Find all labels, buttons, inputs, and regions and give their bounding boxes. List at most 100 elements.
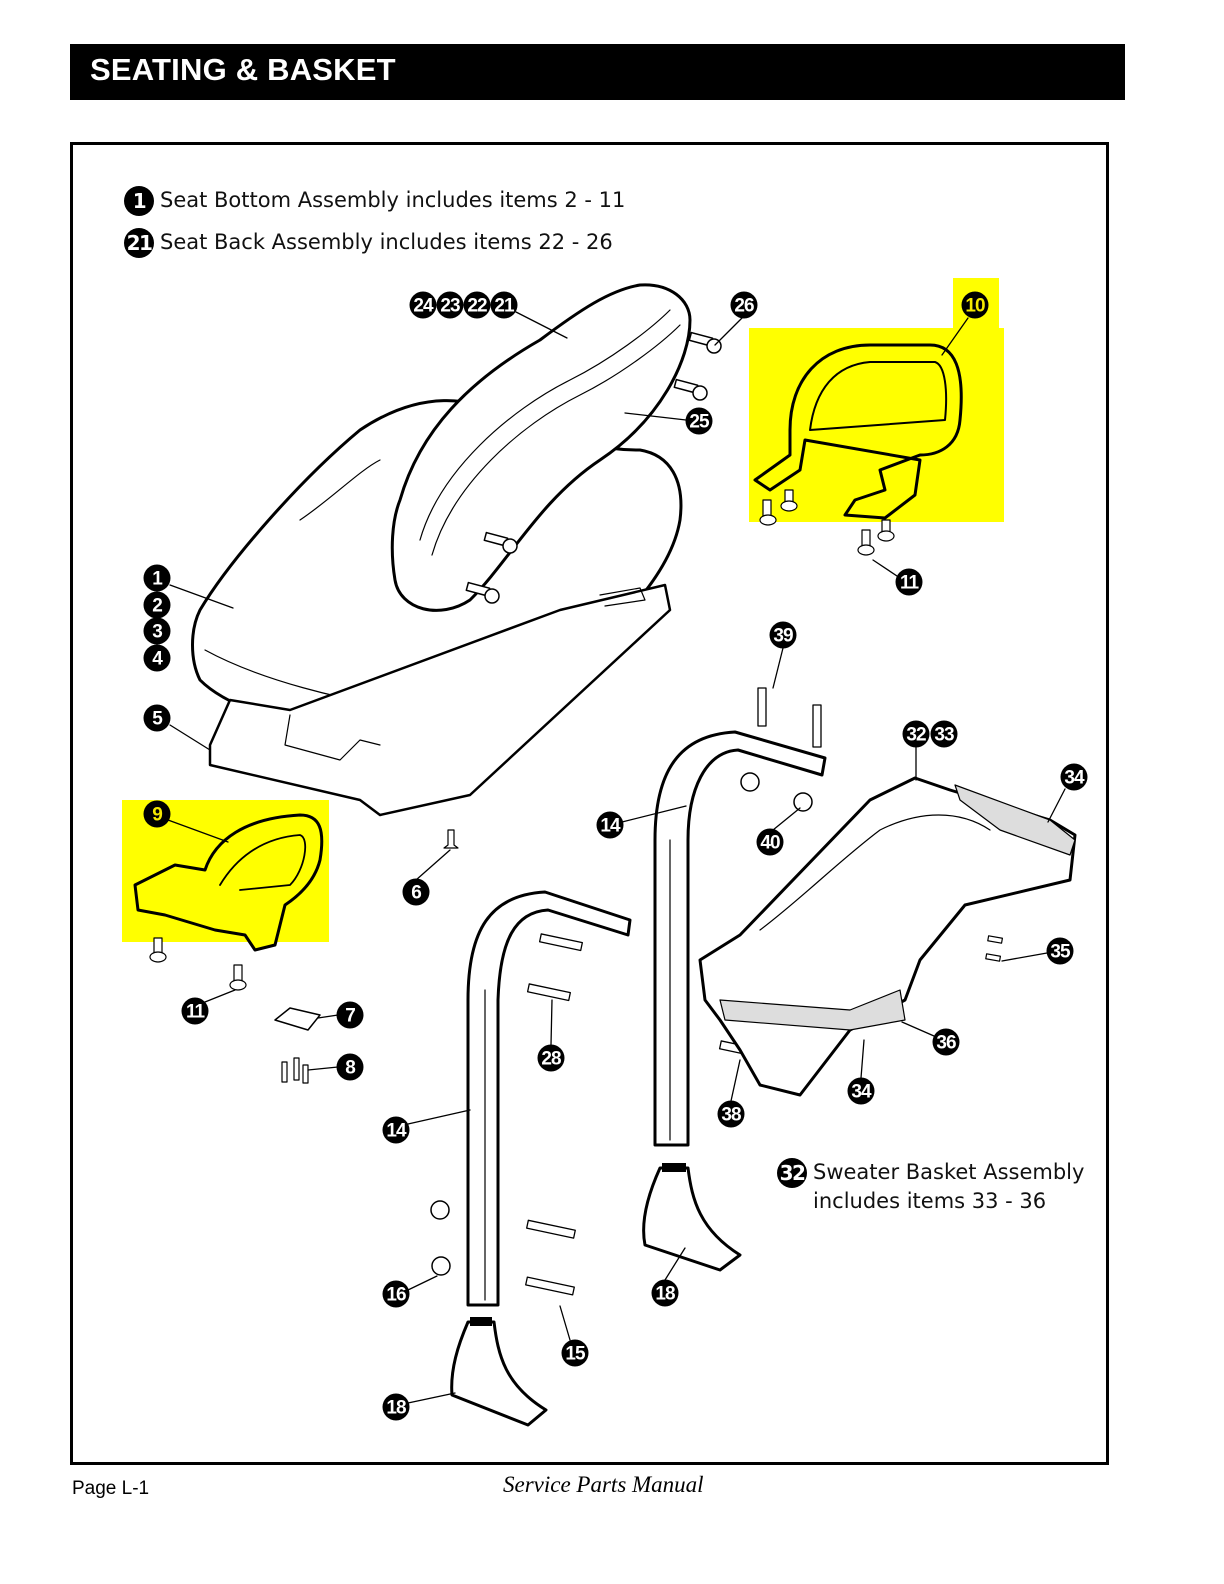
callout-circle [181, 997, 209, 1025]
callout-21: 21 [490, 291, 518, 319]
callout-label: 33 [934, 725, 954, 746]
callout-8: 8 [336, 1053, 364, 1081]
callout-23: 23 [436, 291, 464, 319]
callout-label: 10 [965, 296, 985, 317]
nuts [430, 772, 813, 1276]
callout-label: 5 [152, 709, 163, 730]
callout-34: 34 [1060, 763, 1088, 791]
callout-11: 11 [181, 997, 209, 1025]
callout-5: 5 [143, 704, 171, 732]
callout-33: 33 [930, 720, 958, 748]
callout-9: 9 [143, 800, 171, 828]
callout-40: 40 [756, 828, 784, 856]
callout-circle [336, 1001, 364, 1029]
foot-item-18-right [642, 1166, 742, 1272]
callout-25: 25 [685, 407, 713, 435]
callout-label: 26 [734, 296, 754, 317]
leader-lines [167, 311, 1066, 1404]
callout-label: 15 [565, 1344, 586, 1365]
callout-18: 18 [651, 1279, 679, 1307]
callout-circle [143, 704, 171, 732]
callout-circle [436, 291, 464, 319]
callout-circle [463, 291, 491, 319]
callout-circle [143, 800, 171, 828]
callout-32: 32 [902, 720, 930, 748]
page-number: Page L-1 [72, 1478, 150, 1499]
callout-7: 7 [336, 1001, 364, 1029]
foot-item-18-left [450, 1320, 548, 1427]
callout-circle [596, 811, 624, 839]
callout-circle [685, 407, 713, 435]
callout-label: 24 [413, 296, 434, 317]
callout-circle [382, 1280, 410, 1308]
callout-label: 18 [655, 1284, 675, 1305]
callout-label: 3 [152, 622, 162, 643]
callout-label: 21 [494, 296, 515, 317]
seat-back-cushion [390, 283, 692, 612]
callout-18: 18 [382, 1393, 410, 1421]
callout-circle [143, 617, 171, 645]
note-seat-bottom: 1 Seat Bottom Assembly includes items 2 … [124, 186, 625, 216]
callout-circle [961, 291, 989, 319]
callout-label: 7 [345, 1006, 355, 1027]
callout-label: 8 [345, 1058, 355, 1079]
note-line-1: Sweater Basket Assembly [813, 1160, 1085, 1184]
callout-circle [336, 1053, 364, 1081]
callout-35: 35 [1046, 937, 1074, 965]
callout-circle [717, 1100, 745, 1128]
manual-title: Service Parts Manual [503, 1472, 704, 1497]
callout-circle [1060, 763, 1088, 791]
note-line-2: includes items 33 - 36 [813, 1189, 1047, 1213]
callout-label: 40 [760, 833, 780, 854]
callout-label: 14 [386, 1121, 407, 1142]
callout-22: 22 [463, 291, 491, 319]
note-basket: 32 Sweater Basket Assembly includes item… [777, 1158, 1084, 1216]
callout-4: 4 [143, 644, 171, 672]
callout-circle [537, 1044, 565, 1072]
callout-24: 24 [409, 291, 437, 319]
callout-14: 14 [596, 811, 624, 839]
screws-item-11-left [149, 937, 247, 991]
callout-39: 39 [769, 621, 797, 649]
rivets-item-35 [985, 935, 1004, 962]
callout-38: 38 [717, 1100, 745, 1128]
callout-label: 34 [1064, 768, 1085, 789]
callout-11: 11 [895, 568, 923, 596]
callout-label: 22 [467, 296, 487, 317]
callout-1: 1 [143, 564, 171, 592]
callout-label: 11 [186, 1002, 206, 1023]
callout-circle [895, 568, 923, 596]
callout-label: 9 [152, 805, 162, 826]
callout-label: 16 [386, 1285, 406, 1306]
callout-circle [382, 1393, 410, 1421]
callout-label: 2 [152, 596, 162, 617]
callout-label: 11 [900, 573, 920, 594]
callout-10: 10 [961, 291, 989, 319]
callout-label: 6 [411, 883, 421, 904]
callout-label: 28 [541, 1049, 561, 1070]
note-text: Seat Back Assembly includes items 22 - 2… [160, 230, 613, 254]
callout-circle [902, 720, 930, 748]
callout-circle [382, 1116, 410, 1144]
callout-label: 1 [152, 569, 163, 590]
callout-2: 2 [143, 591, 171, 619]
callout-circle [409, 291, 437, 319]
callout-circle [143, 644, 171, 672]
leg-item-14-upper [653, 730, 827, 1147]
callout-label: 35 [1050, 942, 1071, 963]
bolts [525, 687, 822, 1296]
callout-label: 32 [906, 725, 926, 746]
callout-14: 14 [382, 1116, 410, 1144]
callout-circle [490, 291, 518, 319]
callout-circle [730, 291, 758, 319]
callout-28: 28 [537, 1044, 565, 1072]
callout-circle [1046, 937, 1074, 965]
callout-badge: 21 [124, 228, 154, 258]
section-title: SEATING & BASKET [90, 52, 396, 87]
callout-label: 25 [689, 412, 710, 433]
callout-circle [143, 591, 171, 619]
callout-badge: 1 [124, 186, 154, 216]
callout-3: 3 [143, 617, 171, 645]
callout-circle [932, 1028, 960, 1056]
